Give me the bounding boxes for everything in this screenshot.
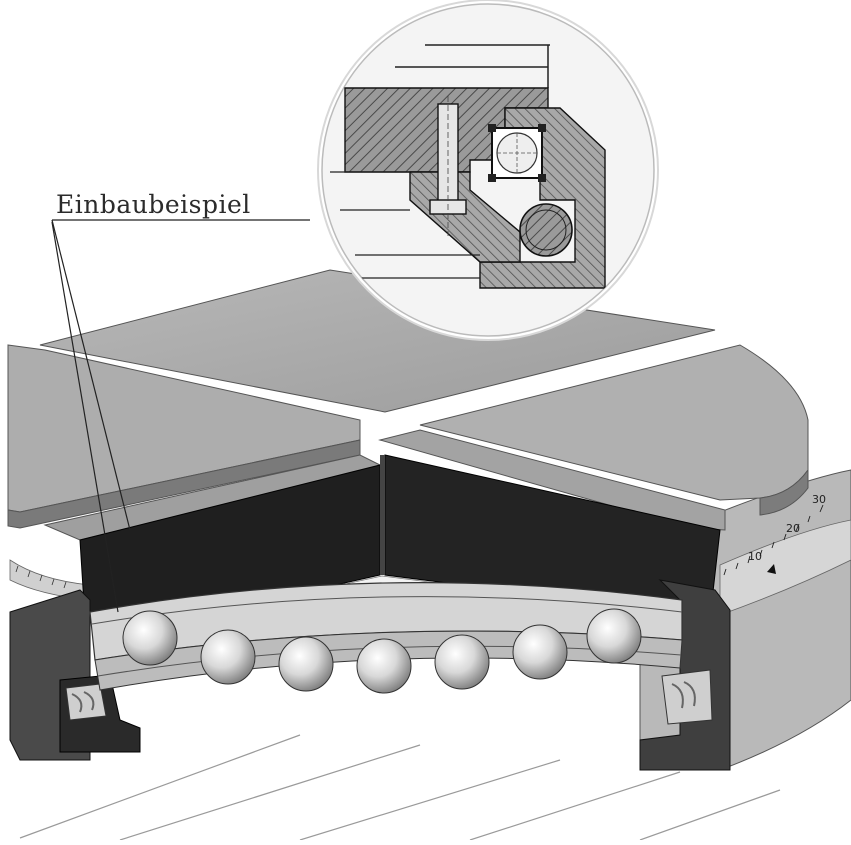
callout-lines [51,219,310,613]
floor-lines [19,734,781,841]
scale-tick-20: 20 [786,522,800,535]
ball-2 [200,629,256,685]
bearing-balls [122,608,642,694]
ball-3 [278,636,334,692]
scale-tick-10: 10 [748,550,762,563]
ball-1 [122,610,178,666]
left-support [9,589,141,761]
scale-tick-30: 30 [812,493,826,506]
ball-7 [586,608,642,664]
right-support [639,579,731,771]
ball-5 [434,634,490,690]
left-scale [15,565,67,589]
callout-label: Einbaubeispiel [56,190,251,219]
detail-inset [317,0,659,341]
ball-6 [512,624,568,680]
ball-4 [356,638,412,694]
